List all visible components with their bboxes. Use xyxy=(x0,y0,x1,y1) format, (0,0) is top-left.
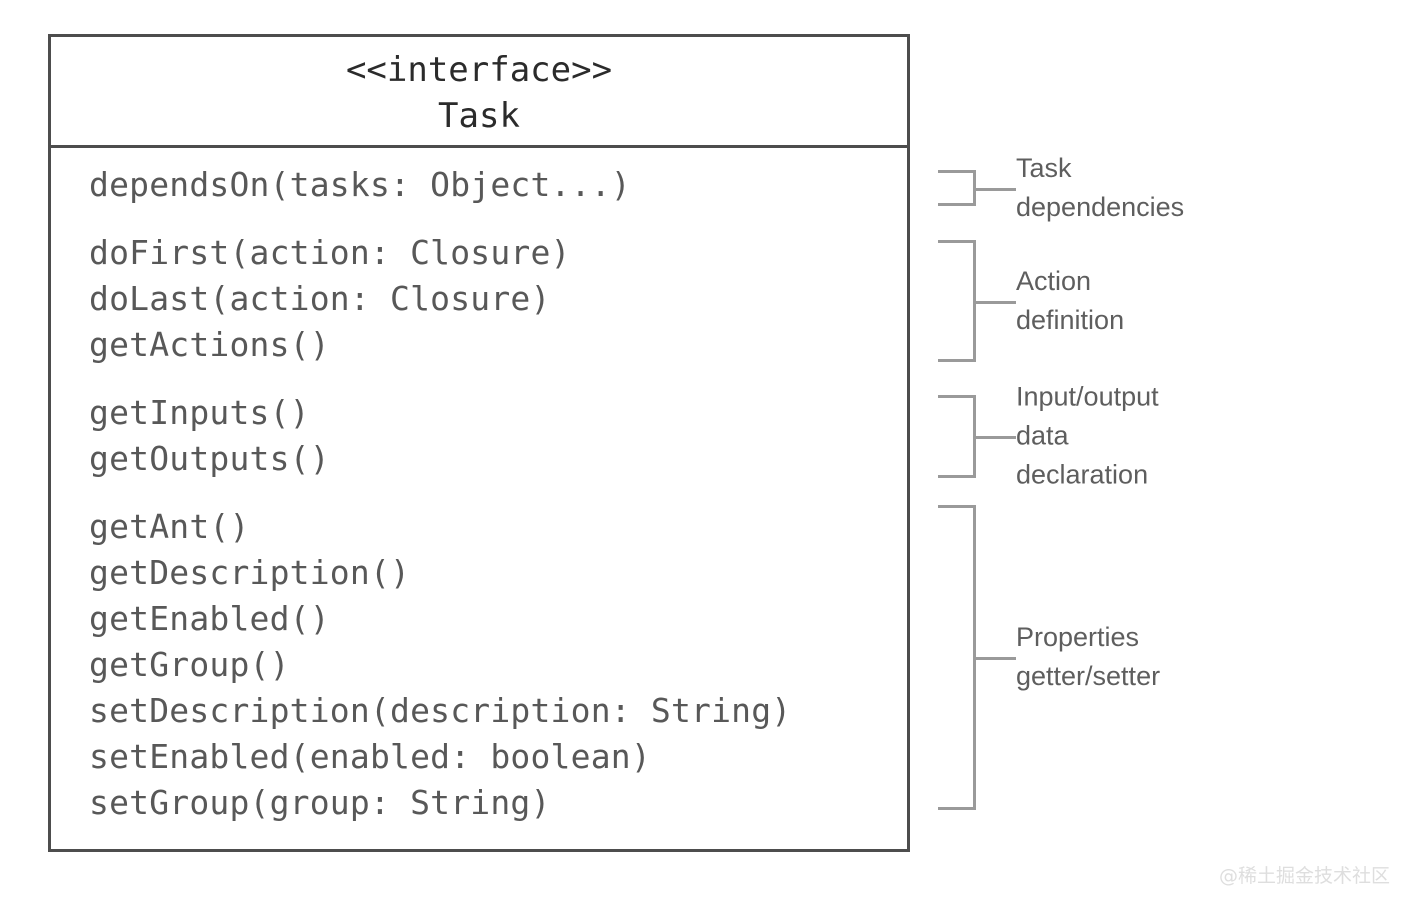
method-row: dependsOn(tasks: Object...) xyxy=(89,165,631,204)
leader-line xyxy=(976,301,1016,304)
method-row: getAnt() xyxy=(89,507,250,546)
annotation-label: Task dependencies xyxy=(1016,153,1185,222)
method-row: setDescription(description: String) xyxy=(89,691,792,730)
method-row: setGroup(group: String) xyxy=(89,783,551,822)
method-group-task-dependencies: dependsOn(tasks: Object...) xyxy=(89,162,907,208)
method-row: doFirst(action: Closure) xyxy=(89,233,571,272)
method-group-properties: getAnt() getDescription() getEnabled() getG… xyxy=(89,504,907,826)
method-row: doLast(action: Closure) xyxy=(89,279,551,318)
bracket-icon xyxy=(938,395,976,478)
method-group-action-definition: doFirst(action: Closure) doLast(action: C… xyxy=(89,230,907,368)
bracket-icon xyxy=(938,240,976,362)
class-stereotype: <<interface>> xyxy=(345,50,613,90)
leader-line xyxy=(976,188,1016,191)
annotation-label: Input/output data declaration xyxy=(1016,381,1159,490)
uml-method-compartment: dependsOn(tasks: Object...) doFirst(actio… xyxy=(51,148,907,826)
method-row: getEnabled() xyxy=(89,599,330,638)
leader-line xyxy=(976,657,1016,660)
method-row: getInputs() xyxy=(89,393,310,432)
annotation-label: Properties getter/setter xyxy=(1016,622,1161,691)
uml-class-header: <<interface>> Task xyxy=(51,37,907,148)
method-row: setEnabled(enabled: boolean) xyxy=(89,737,651,776)
bracket-icon xyxy=(938,505,976,810)
method-row: getGroup() xyxy=(89,645,290,684)
annotation-label: Action definition xyxy=(1016,266,1125,335)
class-name: Task xyxy=(438,96,520,136)
method-group-input-output: getInputs() getOutputs() xyxy=(89,390,907,482)
method-row: getOutputs() xyxy=(89,439,330,478)
leader-line xyxy=(976,436,1016,439)
method-row: getDescription() xyxy=(89,553,411,592)
bracket-icon xyxy=(938,170,976,206)
watermark: @稀土掘金技术社区 xyxy=(1218,865,1390,887)
uml-class-box: <<interface>> Task dependsOn(tasks: Obje… xyxy=(48,34,910,852)
method-row: getActions() xyxy=(89,325,330,364)
